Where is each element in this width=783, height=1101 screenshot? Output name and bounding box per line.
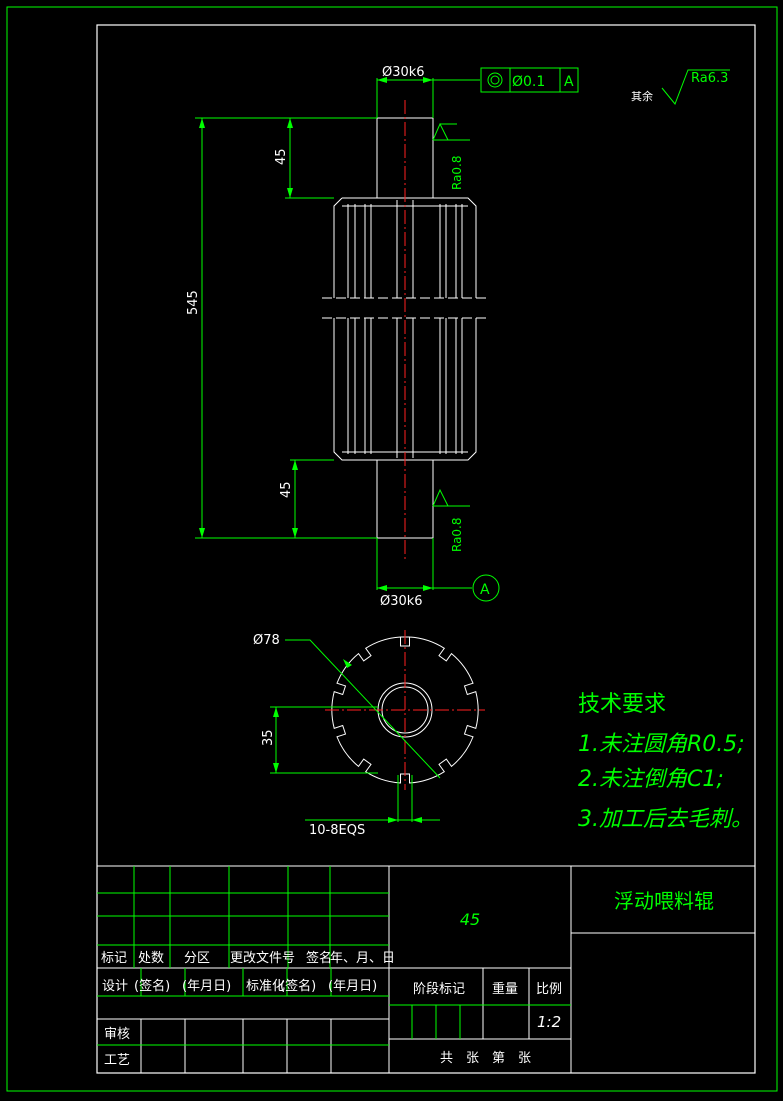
dim-inner-offset: 35 [261, 729, 276, 746]
hdr-doc: 更改文件号 [230, 951, 295, 966]
sheets-label: 共 张 第 张 [440, 1051, 531, 1066]
roughness-bottom: Ra0.8 [450, 517, 464, 552]
shaft-side-view [322, 117, 490, 539]
dim-top-diameter: Ø30k6 [382, 65, 425, 80]
design-date: (年月日) [182, 979, 231, 994]
hdr-date: 年、月、日 [330, 951, 395, 966]
title-block-grid [97, 866, 571, 1046]
roughness-top: Ra0.8 [450, 155, 464, 190]
design-sign: (签名) [134, 978, 170, 994]
process-label: 工艺 [104, 1053, 130, 1068]
weight-label: 重量 [492, 981, 518, 997]
outer-border [6, 6, 778, 1092]
hdr-sign: 签名 [306, 950, 332, 966]
tech-req-item-2: 2.未注倒角C1; [578, 767, 724, 792]
centerlines-end [325, 630, 485, 790]
dim-slots: 10-8EQS [309, 823, 365, 838]
hdr-count: 处数 [138, 951, 164, 966]
tech-req-item-3: 3.加工后去毛刺。 [578, 807, 753, 832]
roughness-other: Ra6.3 [691, 71, 728, 86]
tech-req-item-1: 1.未注圆角R0.5; [578, 732, 745, 757]
tolerance-datum: A [564, 74, 574, 90]
slot-lines [342, 200, 468, 458]
scale-value: 1:2 [537, 1013, 561, 1031]
datum-label: A [480, 582, 490, 598]
arrowheads-side [199, 77, 433, 591]
tech-req-title: 技术要求 [578, 692, 666, 717]
standard-sign: (签名) [280, 978, 316, 994]
hdr-zone: 分区 [184, 951, 210, 966]
review-label: 审核 [104, 1027, 130, 1042]
dim-outer-diameter: Ø78 [253, 633, 280, 648]
arrowheads-end [273, 659, 422, 823]
dim-total-length: 545 [186, 290, 201, 315]
drawing-frame [96, 24, 756, 1074]
standard-label: 标准化 [246, 979, 285, 994]
scale-label: 比例 [536, 982, 562, 997]
hdr-mark: 标记 [101, 951, 127, 966]
material: 45 [460, 910, 480, 929]
roughness-other-prefix: 其余 [631, 89, 653, 103]
stage-label: 阶段标记 [413, 982, 465, 997]
part-name: 浮动喂料辊 [614, 889, 714, 913]
design-label: 设计 [102, 979, 128, 994]
dimension-lines-side [195, 67, 730, 602]
tolerance-value: Ø0.1 [512, 74, 545, 90]
dim-bottom-diameter: Ø30k6 [380, 594, 423, 609]
dim-bottom-shoulder: 45 [279, 481, 294, 498]
dim-top-shoulder: 45 [274, 148, 289, 165]
standard-date: (年月日) [328, 979, 377, 994]
